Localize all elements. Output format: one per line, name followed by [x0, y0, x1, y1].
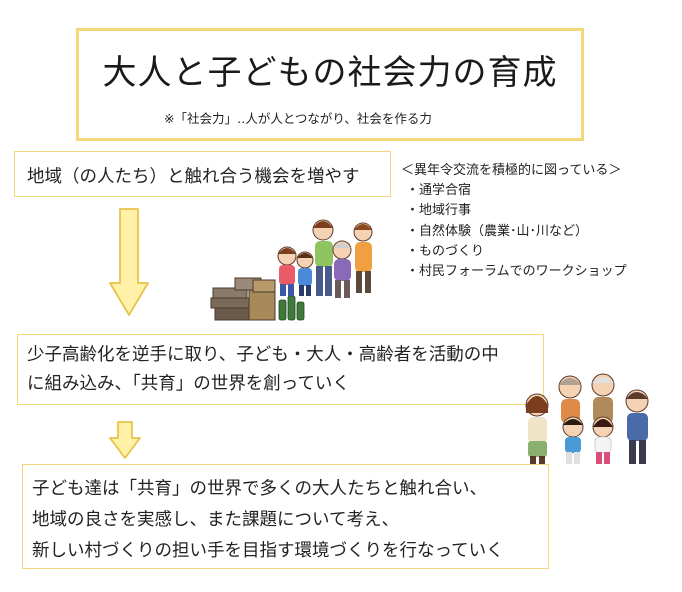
step2-text-line: に組み込み、「共育」の世界を創っていく: [27, 374, 350, 394]
title-box: 大人と子どもの社会力の育成 ※「社会力」‥人が人とつながり、社会を作る力: [76, 28, 584, 141]
subtitle-definition: ※「社会力」‥人が人とつながり、社会を作る力: [164, 111, 432, 126]
step3-text-line: 新しい村づくりの担い手を目指す環境づくりを行なっていく: [32, 541, 504, 561]
list-item: ・地域行事: [406, 203, 472, 219]
step2-box: 少子高齢化を逆手に取り、子ども・大人・高齢者を活動の中 に組み込み、「共育」の世…: [17, 334, 544, 405]
step3-box: 子ども達は「共育」の世界で多くの大人たちと触れ合い、 地域の良さを実感し、また課…: [22, 464, 549, 569]
family-group-illustration: [525, 373, 649, 466]
list-item: ・ものづくり: [406, 243, 485, 259]
list-item: ・村民フォーラムでのワークショップ: [406, 264, 627, 280]
people-with-crafts-illustration: [210, 219, 373, 321]
step1-text: 地域（の人たち）と触れ合う機会を増やす: [27, 167, 360, 187]
exchange-activities-heading: ＜異年令交流を積極的に図っている＞: [401, 163, 622, 178]
exchange-activities-list: ＜異年令交流を積極的に図っている＞ ・通学合宿 ・地域行事 ・自然体験（農業･山…: [400, 161, 627, 282]
down-arrow-icon: [109, 421, 141, 459]
step1-box: 地域（の人たち）と触れ合う機会を増やす: [14, 151, 391, 197]
down-arrow-icon: [109, 208, 149, 316]
page-title: 大人と子どもの社会力の育成: [102, 53, 558, 93]
list-item: ・自然体験（農業･山･川など）: [406, 223, 589, 239]
step3-text-line: 子ども達は「共育」の世界で多くの大人たちと触れ合い、: [32, 479, 487, 499]
step3-text-line: 地域の良さを実感し、また課題について考え、: [32, 510, 399, 530]
step2-text-line: 少子高齢化を逆手に取り、子ども・大人・高齢者を活動の中: [27, 345, 499, 365]
list-item: ・通学合宿: [406, 183, 472, 199]
